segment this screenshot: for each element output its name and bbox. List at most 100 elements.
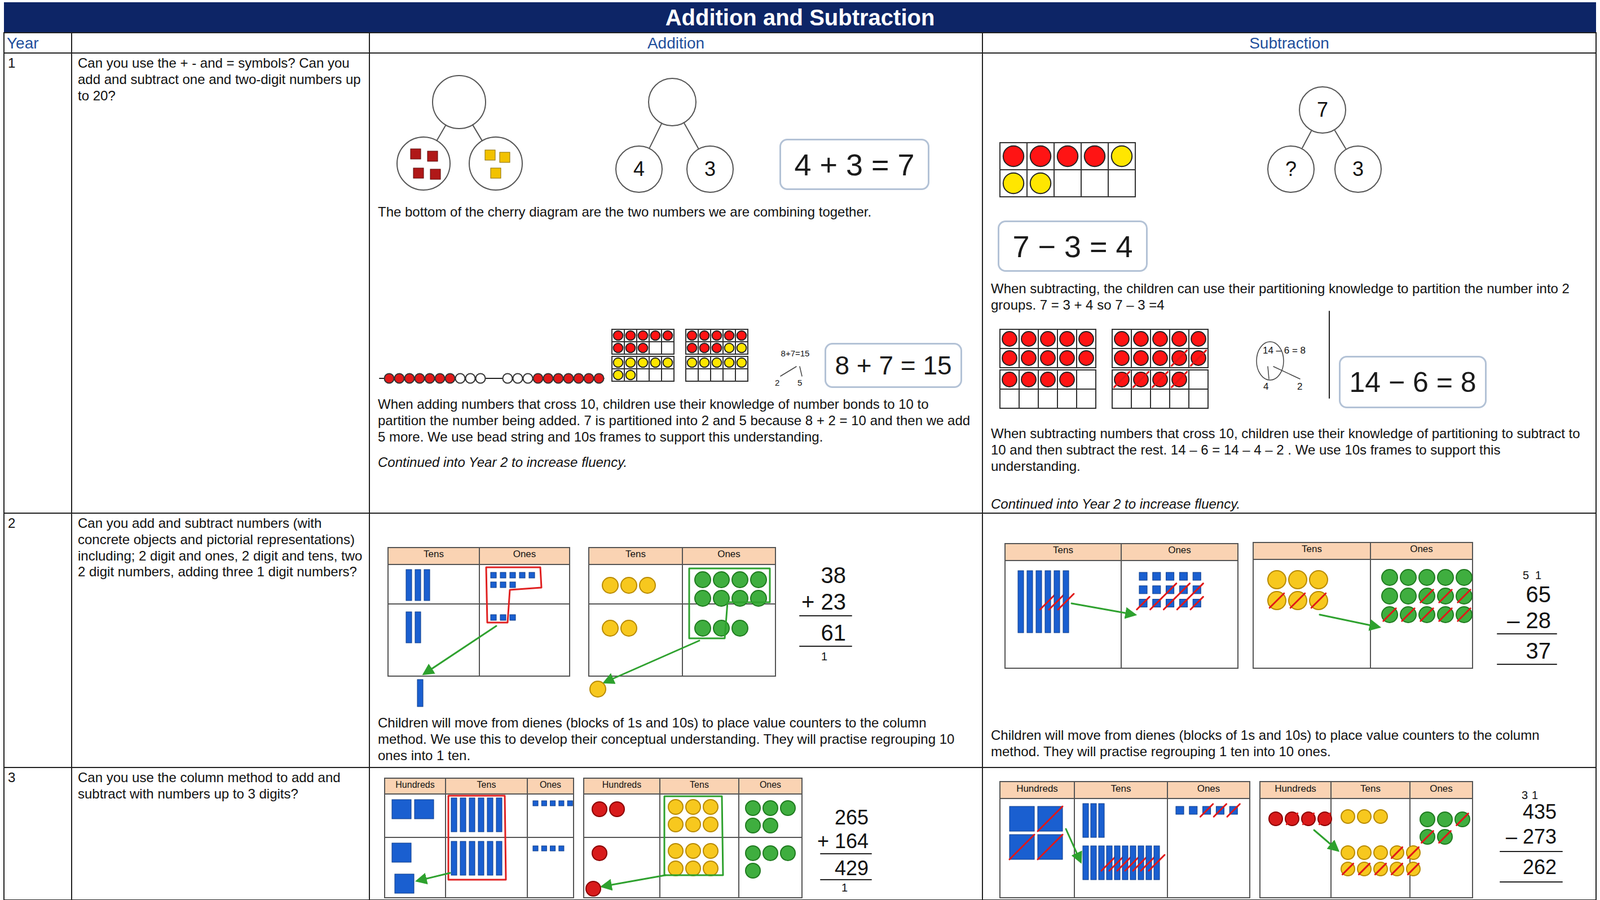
ten-frame-cell (1112, 329, 1132, 349)
place-value-counter (602, 620, 619, 637)
counter (663, 331, 673, 341)
column-method-number: 429 (812, 856, 869, 881)
ten-frame-cell (1027, 142, 1055, 170)
place-value-counter (745, 845, 761, 861)
ones-cube (529, 572, 535, 579)
ten-frame-cell (698, 368, 711, 382)
ten-frame-cell (1131, 348, 1151, 368)
cross-out (1163, 583, 1176, 597)
cross-out (1439, 608, 1452, 621)
ten-frame-cell (661, 329, 674, 342)
place-value-counter (1267, 591, 1286, 610)
bead (563, 373, 574, 384)
cross-out (1136, 596, 1150, 610)
counter (650, 358, 661, 368)
counter (712, 358, 722, 368)
place-value-counter (780, 845, 796, 861)
ten-frame-cell (636, 341, 650, 355)
column-method-number: 65 (1488, 580, 1551, 608)
ten-frame-cell (1076, 389, 1096, 409)
small-note: Hundreds (1259, 783, 1331, 795)
sum-rule (799, 615, 852, 617)
ten-frame-cell (649, 368, 662, 382)
chart-header (1259, 781, 1473, 799)
counter (1030, 173, 1051, 194)
regroup-arrow (417, 873, 451, 881)
ones-cube (1179, 572, 1188, 581)
counter (1059, 350, 1075, 366)
cherry-circle: 7 (1298, 86, 1347, 134)
bead (425, 373, 435, 384)
cross-out (1358, 863, 1370, 875)
tens-rod (1036, 570, 1042, 633)
small-note: Ones (527, 779, 574, 791)
cell-text: Can you use the column method to add and… (77, 769, 363, 803)
place-value-counter (1357, 862, 1372, 876)
cross-out (1227, 804, 1240, 817)
counter (724, 343, 735, 354)
sum-rule (799, 645, 852, 647)
bead (584, 373, 594, 384)
ones-cube (500, 614, 506, 621)
ten-frame-cell (723, 356, 736, 369)
ones-cube (1139, 572, 1148, 581)
counter (1111, 146, 1132, 167)
ten-frame-cell (999, 348, 1020, 368)
tens-rod (417, 679, 423, 707)
cross-out (1391, 847, 1403, 858)
small-note: Ones (738, 779, 802, 791)
counter (737, 343, 747, 354)
small-note: Hundreds (583, 779, 660, 791)
tens-rod (478, 798, 484, 832)
bead (415, 373, 425, 384)
counter (638, 331, 649, 341)
ten-frame-cell (1112, 389, 1132, 409)
cross-out (1421, 831, 1434, 844)
ten-frame-cell (1054, 142, 1082, 170)
circle-number: 7 (1316, 98, 1329, 122)
ten-frame-cell (999, 329, 1020, 349)
ten-frame-cell (1150, 369, 1170, 390)
ten-frame-cell (685, 368, 699, 382)
cross-out (1163, 596, 1176, 610)
chart-rule (384, 793, 574, 795)
equation-box: 8 + 7 = 15 (824, 342, 963, 389)
place-value-counter (620, 620, 637, 637)
cross-out (1058, 593, 1074, 610)
cross-out (1383, 608, 1396, 621)
place-value-counter (1437, 569, 1454, 586)
tens-rod (1090, 845, 1097, 880)
multilink-cube (430, 169, 441, 180)
place-value-chart (999, 781, 1250, 898)
tens-rod (1090, 803, 1097, 838)
multilink-cube (427, 151, 438, 162)
ones-cube (1152, 585, 1161, 594)
ten-frame-cell (661, 356, 674, 369)
ten-frame-cell (1076, 369, 1096, 390)
counter (1084, 146, 1105, 167)
place-value-counter (1373, 862, 1388, 876)
place-value-counter (732, 571, 748, 588)
ten-frame-cell (710, 341, 724, 355)
ten-frame-cell (723, 329, 736, 342)
cross-out (1190, 583, 1203, 597)
tens-rod (415, 569, 421, 601)
counter (1002, 331, 1017, 347)
column-method-number: – 28 (1488, 606, 1551, 634)
chart-rule (478, 547, 480, 677)
place-value-counter (589, 681, 606, 698)
small-note: Ones (1167, 783, 1250, 795)
small-note: 4 (1263, 381, 1277, 393)
place-value-counter (668, 799, 683, 815)
cross-out (1039, 593, 1056, 610)
ten-frame-cell (1169, 329, 1189, 349)
ten-frame-cell (698, 356, 711, 369)
small-note: Ones (682, 548, 776, 561)
ten-frame-cell (1108, 142, 1136, 170)
ten-frame-cell (685, 356, 699, 369)
place-value-chart (384, 778, 574, 898)
counter (1171, 372, 1187, 387)
chart-header (1253, 542, 1473, 560)
counter (1191, 331, 1206, 347)
bead (574, 373, 584, 384)
